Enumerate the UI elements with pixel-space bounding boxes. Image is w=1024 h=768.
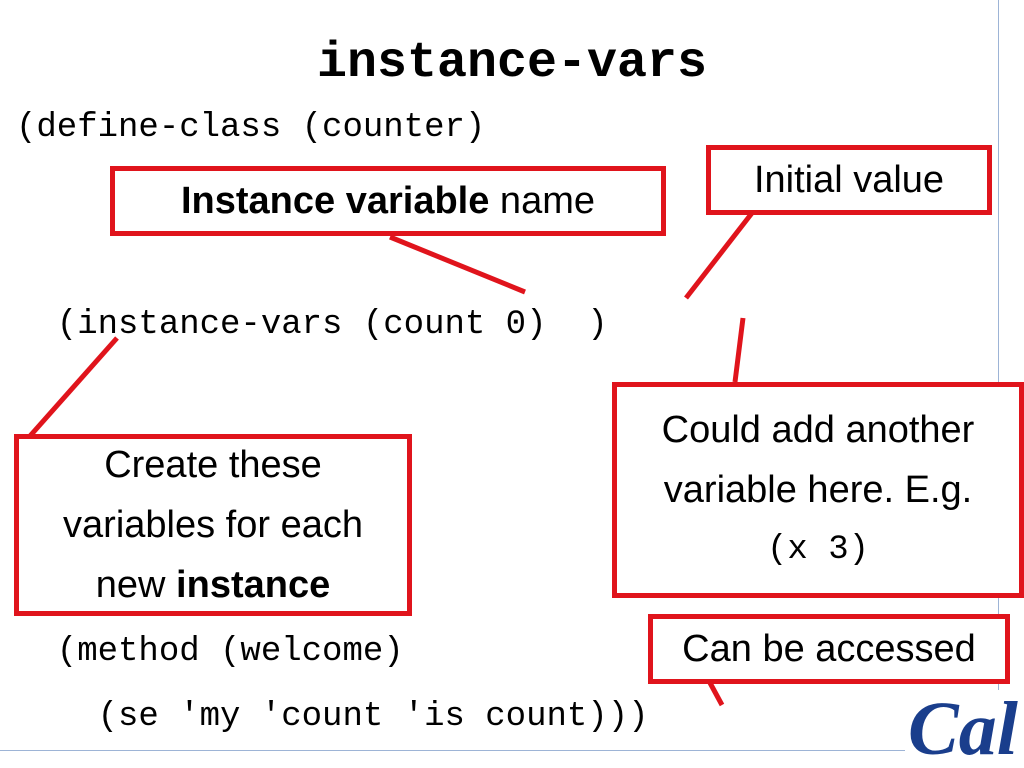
- code-line-define-class: (define-class (counter): [16, 109, 486, 147]
- callout-create-line2: variables for each: [63, 504, 363, 546]
- callout-can-be-accessed: Can be accessed: [648, 614, 1010, 684]
- connector-another: [732, 317, 746, 383]
- callout-create-these: Create these variables for each new inst…: [14, 434, 412, 616]
- callout-name-bold: Instance variable: [180, 179, 490, 222]
- code-line-se: (se 'my 'count 'is count))): [16, 698, 649, 736]
- callout-create-line3-bold: instance: [176, 564, 331, 606]
- callout-create-line1: Create these: [104, 444, 322, 486]
- code-line-method: (method (welcome): [16, 633, 404, 671]
- callout-create-line3-plain: new: [95, 564, 177, 606]
- connector-name: [389, 234, 526, 295]
- callout-initial-value: Initial value: [706, 145, 992, 215]
- callout-another-line1: Could add another: [661, 409, 975, 451]
- slide-footer-line: [0, 750, 905, 751]
- slide-edge-line: [998, 0, 999, 690]
- callout-instance-variable-name: Instance variable name: [110, 166, 666, 236]
- code-line-instance-vars: (instance-vars (count 0) ): [16, 306, 608, 344]
- connector-access: [706, 679, 725, 707]
- cal-logo: Cal: [908, 687, 1018, 768]
- callout-name-rest: name: [489, 179, 595, 222]
- callout-could-add-another: Could add another variable here. E.g. (x…: [612, 382, 1024, 598]
- connector-create: [28, 336, 119, 438]
- callout-initial-text: Initial value: [753, 158, 945, 201]
- slide-title: instance-vars: [316, 35, 708, 92]
- cal-logo-text: Cal: [908, 687, 1018, 768]
- callout-another-code: (x 3): [766, 531, 870, 569]
- connector-initial: [684, 211, 754, 300]
- callout-access-text: Can be accessed: [682, 627, 976, 670]
- callout-another-line2: variable here. E.g.: [663, 469, 973, 511]
